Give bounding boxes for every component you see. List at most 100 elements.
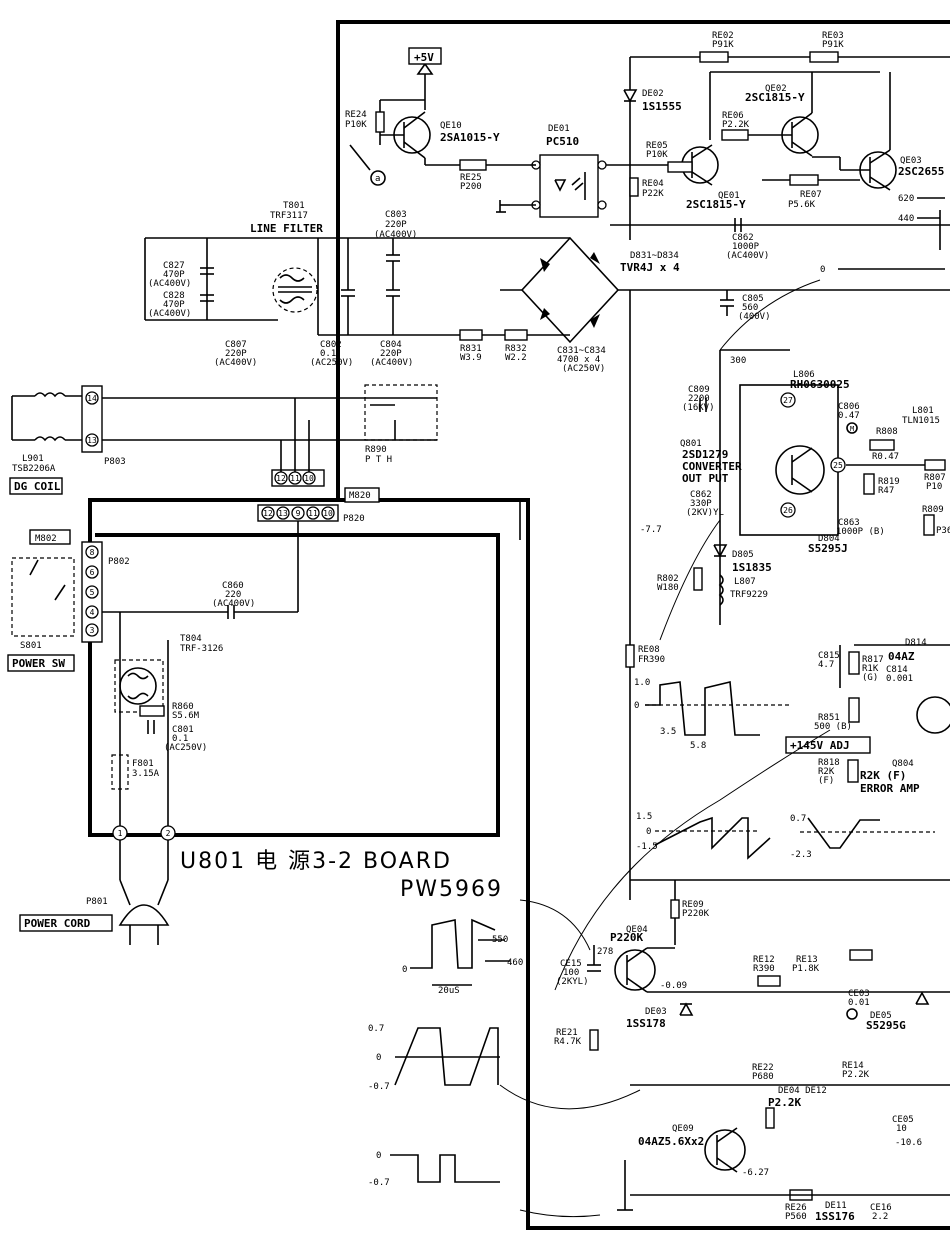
svg-text:R890: R890 xyxy=(365,445,387,455)
svg-text:R831: R831 xyxy=(460,344,482,354)
svg-text:TLN1015: TLN1015 xyxy=(902,416,940,426)
svg-text:C831~C834: C831~C834 xyxy=(557,346,606,356)
svg-text:13: 13 xyxy=(87,436,97,445)
svg-text:278: 278 xyxy=(597,947,613,957)
dg-coil: L901 TSB2206A DG COIL xyxy=(9,392,85,495)
waveform-5: 0.7 0 -0.7 xyxy=(368,1024,500,1092)
svg-text:S5.6M: S5.6M xyxy=(172,711,200,721)
waveform-3: 1.5 0 -1.5 0.7 -2.3 xyxy=(636,812,935,860)
svg-text:D804: D804 xyxy=(818,534,840,544)
svg-text:470P: 470P xyxy=(163,300,185,310)
svg-text:220P: 220P xyxy=(385,220,407,230)
svg-text:14: 14 xyxy=(87,394,97,403)
svg-text:DE04 DE12: DE04 DE12 xyxy=(778,1086,827,1096)
svg-text:P2.2K: P2.2K xyxy=(842,1070,870,1080)
svg-text:W2.2: W2.2 xyxy=(505,353,527,363)
svg-text:2200: 2200 xyxy=(688,394,710,404)
re06-resistor: RE06 P2.2K xyxy=(721,111,792,141)
svg-text:C860: C860 xyxy=(222,581,244,591)
svg-text:4.7: 4.7 xyxy=(818,660,834,670)
svg-text:-0.7: -0.7 xyxy=(368,1082,390,1092)
svg-text:C815: C815 xyxy=(818,651,840,661)
v5-supply: +5V xyxy=(408,47,442,110)
power-switch: S801 POWER SW xyxy=(7,557,75,672)
svg-text:(AC400V): (AC400V) xyxy=(374,230,417,240)
c805-cap: C805 560 (400V) xyxy=(720,290,771,322)
re08-resistor: RE08 FR390 xyxy=(625,644,665,668)
svg-text:S801: S801 xyxy=(20,641,42,651)
svg-text:1: 1 xyxy=(118,829,123,838)
svg-text:P200: P200 xyxy=(460,182,482,192)
svg-text:S5295G: S5295G xyxy=(866,1019,906,1032)
svg-text:P2.2K: P2.2K xyxy=(768,1096,801,1109)
svg-text:440: 440 xyxy=(898,214,914,224)
p801-power-cord: 1 2 P801 POWER CORD xyxy=(19,825,176,945)
svg-text:Q804: Q804 xyxy=(892,759,914,769)
svg-text:3.5: 3.5 xyxy=(660,727,676,737)
svg-text:10: 10 xyxy=(896,1124,907,1134)
svg-text:-6.27: -6.27 xyxy=(742,1168,769,1178)
svg-text:TVR4J x 4: TVR4J x 4 xyxy=(620,261,680,274)
svg-text:C828: C828 xyxy=(163,291,185,301)
svg-text:0.1: 0.1 xyxy=(172,734,188,744)
svg-text:CE05: CE05 xyxy=(892,1115,914,1125)
svg-text:M820: M820 xyxy=(349,491,371,501)
svg-text:P560: P560 xyxy=(785,1212,807,1222)
svg-text:0.7: 0.7 xyxy=(790,814,806,824)
svg-text:CE03: CE03 xyxy=(848,989,870,999)
svg-text:C801: C801 xyxy=(172,725,194,735)
svg-text:1S1555: 1S1555 xyxy=(642,100,682,113)
svg-text:QE10: QE10 xyxy=(440,121,462,131)
svg-text:R2K (F): R2K (F) xyxy=(860,769,906,782)
d814-r817-c814: D814 04AZ R817 R1K (G) C814 0.001 C815 4… xyxy=(818,638,950,688)
svg-text:500 (B): 500 (B) xyxy=(814,722,852,732)
svg-text:S5295J: S5295J xyxy=(808,542,848,555)
svg-text:(AC250V): (AC250V) xyxy=(310,358,353,368)
svg-text:P680: P680 xyxy=(752,1072,774,1082)
converter-block: 300 L806 RH0630025 C809 2200 (16KV) 27 2… xyxy=(629,290,850,900)
svg-text:0: 0 xyxy=(402,965,407,975)
qe04-transistor: QE04 P220K -0.09 xyxy=(610,925,950,993)
svg-text:QE03: QE03 xyxy=(900,156,922,166)
svg-text:P91K: P91K xyxy=(822,40,844,50)
svg-text:1000P: 1000P xyxy=(732,242,760,252)
svg-text:(AC400V): (AC400V) xyxy=(148,279,191,289)
svg-text:5.8: 5.8 xyxy=(690,741,706,751)
svg-text:11: 11 xyxy=(308,509,318,518)
svg-text:R390: R390 xyxy=(753,964,775,974)
svg-text:P T H: P T H xyxy=(365,455,392,465)
svg-text:P5.6K: P5.6K xyxy=(788,200,816,210)
svg-text:C827: C827 xyxy=(163,261,185,271)
svg-text:P803: P803 xyxy=(104,457,126,467)
svg-text:a: a xyxy=(375,174,380,184)
line-filter: T801 TRF3117 LINE FILTER xyxy=(144,201,460,336)
qe03-transistor: QE03 2SC2655 xyxy=(812,72,944,191)
re24-resistor: RE24 P10K a xyxy=(345,99,425,186)
board-outline-main xyxy=(88,20,950,1230)
r851-adj: R851 500 (B) +145V ADJ xyxy=(785,697,871,754)
r890-pth: R890 P T H xyxy=(364,384,438,465)
svg-text:R0.47: R0.47 xyxy=(872,452,899,462)
svg-text:2.2: 2.2 xyxy=(872,1212,888,1222)
svg-text:PW5969: PW5969 xyxy=(400,877,503,902)
p820-connector: 12 13 9 11 10 P820 xyxy=(257,398,365,524)
svg-text:0.001: 0.001 xyxy=(886,674,913,684)
svg-text:C809: C809 xyxy=(688,385,710,395)
svg-text:P801: P801 xyxy=(86,897,108,907)
svg-text:FR390: FR390 xyxy=(638,655,665,665)
svg-text:QE02: QE02 xyxy=(765,84,787,94)
svg-text:0.47: 0.47 xyxy=(838,411,860,421)
svg-text:0: 0 xyxy=(376,1151,381,1161)
svg-text:1000P (B): 1000P (B) xyxy=(836,527,885,537)
svg-text:(2KV)YL: (2KV)YL xyxy=(686,508,724,518)
svg-text:2SC1815-Y: 2SC1815-Y xyxy=(745,91,805,104)
svg-text:5: 5 xyxy=(90,588,95,597)
svg-text:-7.7: -7.7 xyxy=(640,525,662,535)
svg-text:Q801: Q801 xyxy=(680,439,702,449)
svg-text:P22K: P22K xyxy=(642,189,664,199)
svg-text:560: 560 xyxy=(742,303,758,313)
svg-text:20uS: 20uS xyxy=(438,986,460,996)
svg-text:1S1835: 1S1835 xyxy=(732,561,772,574)
svg-text:R818: R818 xyxy=(818,758,840,768)
svg-text:1.5: 1.5 xyxy=(636,812,652,822)
